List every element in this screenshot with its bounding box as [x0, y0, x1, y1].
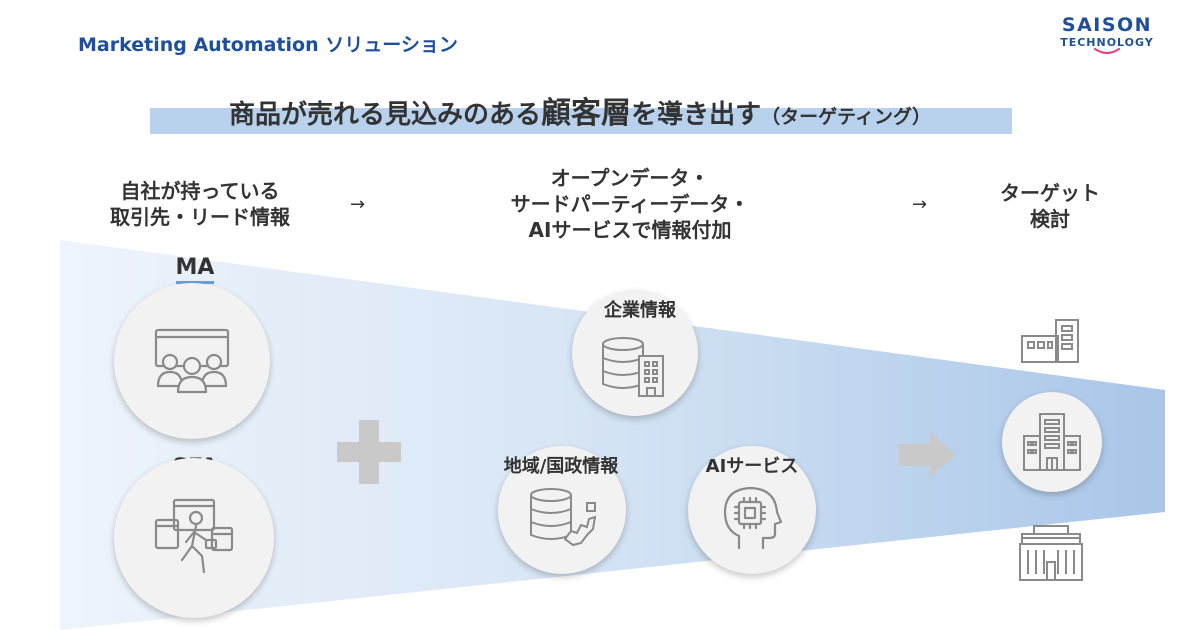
sfa-node: [114, 458, 274, 618]
ai-service-node: [688, 446, 816, 574]
headline-part3: を導き出す: [631, 100, 762, 130]
step2-line2: サードパーティーデータ・: [510, 192, 750, 216]
section-title: Marketing Automation ソリューション: [78, 34, 458, 56]
ma-node: [114, 283, 270, 439]
database-building-icon: [602, 337, 664, 397]
corporate-info-label-top: 企業情報: [604, 300, 676, 321]
logo-line1: SAISON: [1061, 14, 1153, 36]
regional-info-node: [498, 446, 626, 574]
logo-line2: TECHNOLOGY: [1060, 36, 1154, 49]
plus-icon: [337, 420, 401, 484]
sales-person-icon: [154, 498, 234, 574]
ai-service-label: AIサービス: [705, 456, 799, 477]
step1-line2: 取引先・リード情報: [110, 205, 290, 229]
factory-building-icon: [1019, 525, 1083, 581]
database-map-icon: [530, 488, 597, 547]
step1-line1: 自社が持っている: [120, 179, 280, 203]
step3-line1: ターゲット: [1000, 181, 1100, 205]
office-building-icon: [1021, 319, 1079, 363]
right-arrow-icon: [898, 432, 956, 478]
step-target: ターゲット 検討: [990, 180, 1110, 232]
step-own-data: 自社が持っている 取引先・リード情報: [70, 178, 330, 230]
corporate-info-node: [572, 290, 698, 416]
headline-highlight: [150, 108, 1012, 134]
step2-line3: AIサービスで情報付加: [528, 218, 732, 242]
company-logo: SAISON TECHNOLOGY: [1048, 14, 1166, 56]
step-enrich-data: オープンデータ・ サードパーティーデータ・ AIサービスで情報付加: [470, 165, 790, 243]
step3-line2: 検討: [1030, 207, 1070, 231]
step-arrow-2: →: [912, 194, 928, 215]
target-node: [1002, 392, 1102, 492]
ai-head-chip-icon: [723, 486, 783, 550]
headline-note: （ターゲティング）: [761, 106, 931, 128]
headline: 商品が売れる見込みのある顧客層を導き出す（ターゲティング）: [140, 88, 1020, 132]
meeting-people-icon: [154, 328, 230, 394]
regional-info-label: 地域/国政情報: [503, 456, 619, 477]
office-tower-icon: [1023, 413, 1081, 471]
headline-keyword: 顧客層: [541, 96, 632, 131]
step2-line1: オープンデータ・: [550, 166, 710, 190]
headline-part1: 商品が売れる見込みのある: [229, 100, 542, 130]
step-arrow-1: →: [350, 194, 366, 215]
ma-label: MA: [160, 255, 230, 284]
logo-smile-icon: [1093, 48, 1121, 55]
